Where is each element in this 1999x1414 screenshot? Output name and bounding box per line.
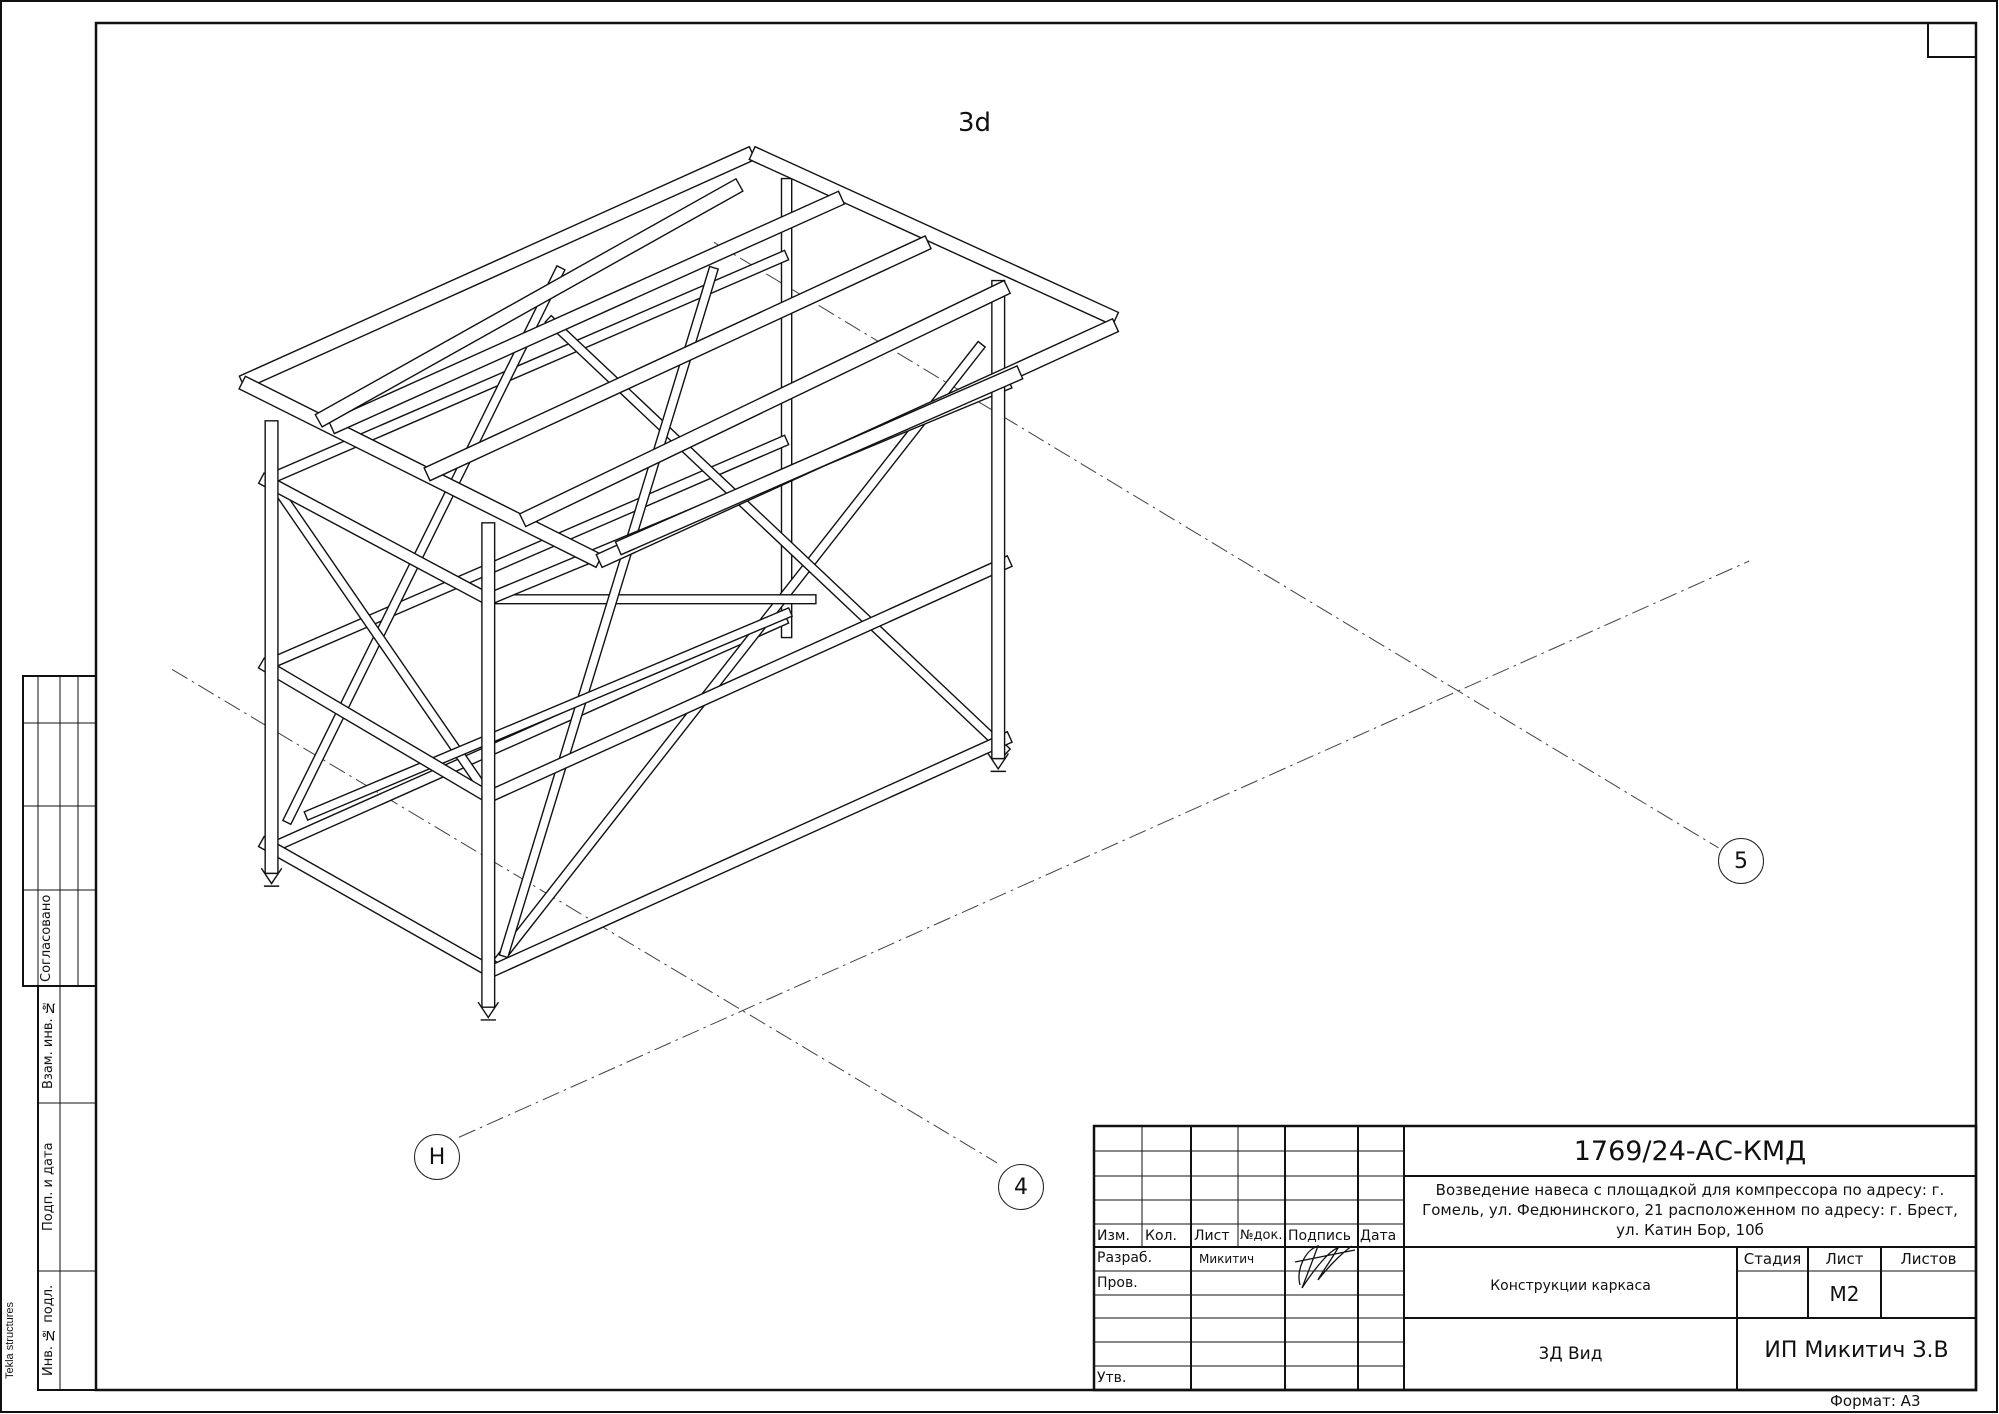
developer-name: Микитич — [1199, 1252, 1255, 1266]
column-member — [264, 420, 279, 875]
stamp-replaced-inv: Взам. инв. № — [41, 999, 56, 1090]
sheet-value: М2 — [1829, 1282, 1860, 1306]
role-utv: Утв. — [1097, 1370, 1127, 1386]
grid-axis-5-bubble: 5 — [1718, 838, 1764, 884]
platform-beam — [748, 145, 1120, 327]
stamp-orig-inv: Инв. № подл. — [41, 1284, 56, 1377]
section-name: Конструкции каркаса — [1490, 1278, 1651, 1294]
platform-beam — [423, 235, 932, 482]
beam-member — [257, 835, 495, 978]
grid-line-5 — [713, 241, 1719, 849]
brace-member — [269, 481, 490, 795]
platform-beam — [238, 145, 756, 390]
description-line: Возведение навеса с площадкой для компре… — [1435, 1181, 1945, 1199]
platform-beam — [327, 190, 846, 435]
steel-member — [780, 177, 793, 639]
grid-line-h — [458, 560, 1750, 1138]
vendor-label: Tekla structures — [4, 1301, 16, 1379]
stamp-sign-date: Подп. и дата — [41, 1142, 56, 1232]
grid-axis-4-bubble: 4 — [998, 1164, 1044, 1210]
header-list: Лист — [1194, 1228, 1230, 1244]
company-name: ИП Микитич З.В — [1764, 1338, 1949, 1363]
role-razrab: Разраб. — [1097, 1250, 1153, 1266]
beam-member — [257, 657, 493, 803]
header-kol: Кол. — [1145, 1228, 1177, 1244]
sheets-header: Листов — [1900, 1250, 1957, 1268]
header-izm: Изм. — [1097, 1228, 1130, 1244]
column-member — [481, 522, 496, 1008]
base-plate — [260, 867, 283, 887]
drawing-code: 1769/24-АС-КМД — [1573, 1136, 1807, 1167]
platform-beam — [314, 177, 744, 428]
platform-beam — [614, 364, 1024, 556]
description-line: ул. Катин Бор, 10б — [1616, 1221, 1764, 1239]
base-plate — [477, 1001, 500, 1021]
view-label: 3d — [958, 108, 992, 138]
grid-axis-h-bubble: Н — [414, 1134, 460, 1180]
platform-beam — [518, 279, 1012, 528]
brace-member — [492, 340, 987, 967]
grid-line-4 — [171, 668, 998, 1164]
stage-header: Стадия — [1743, 1250, 1802, 1268]
header-data: Дата — [1360, 1228, 1397, 1244]
column-member — [991, 279, 1006, 760]
format-label: Формат: А3 — [1830, 1392, 1921, 1410]
role-prov: Пров. — [1097, 1275, 1138, 1291]
base-plate — [987, 753, 1010, 773]
sheet-header: Лист — [1825, 1250, 1864, 1268]
description-line: Гомель, ул. Федюнинского, 21 расположенн… — [1422, 1201, 1958, 1219]
sheet-name: 3Д Вид — [1538, 1344, 1603, 1364]
stamp-agreed: Согласовано — [39, 894, 54, 982]
brace-member — [483, 594, 817, 605]
header-ndok: №док. — [1240, 1228, 1283, 1243]
signature — [1294, 1244, 1356, 1289]
beam-member — [487, 730, 1013, 978]
project-description: Возведение навеса с площадкой для компре… — [1404, 1180, 1976, 1240]
header-podpis: Подпись — [1288, 1228, 1351, 1244]
